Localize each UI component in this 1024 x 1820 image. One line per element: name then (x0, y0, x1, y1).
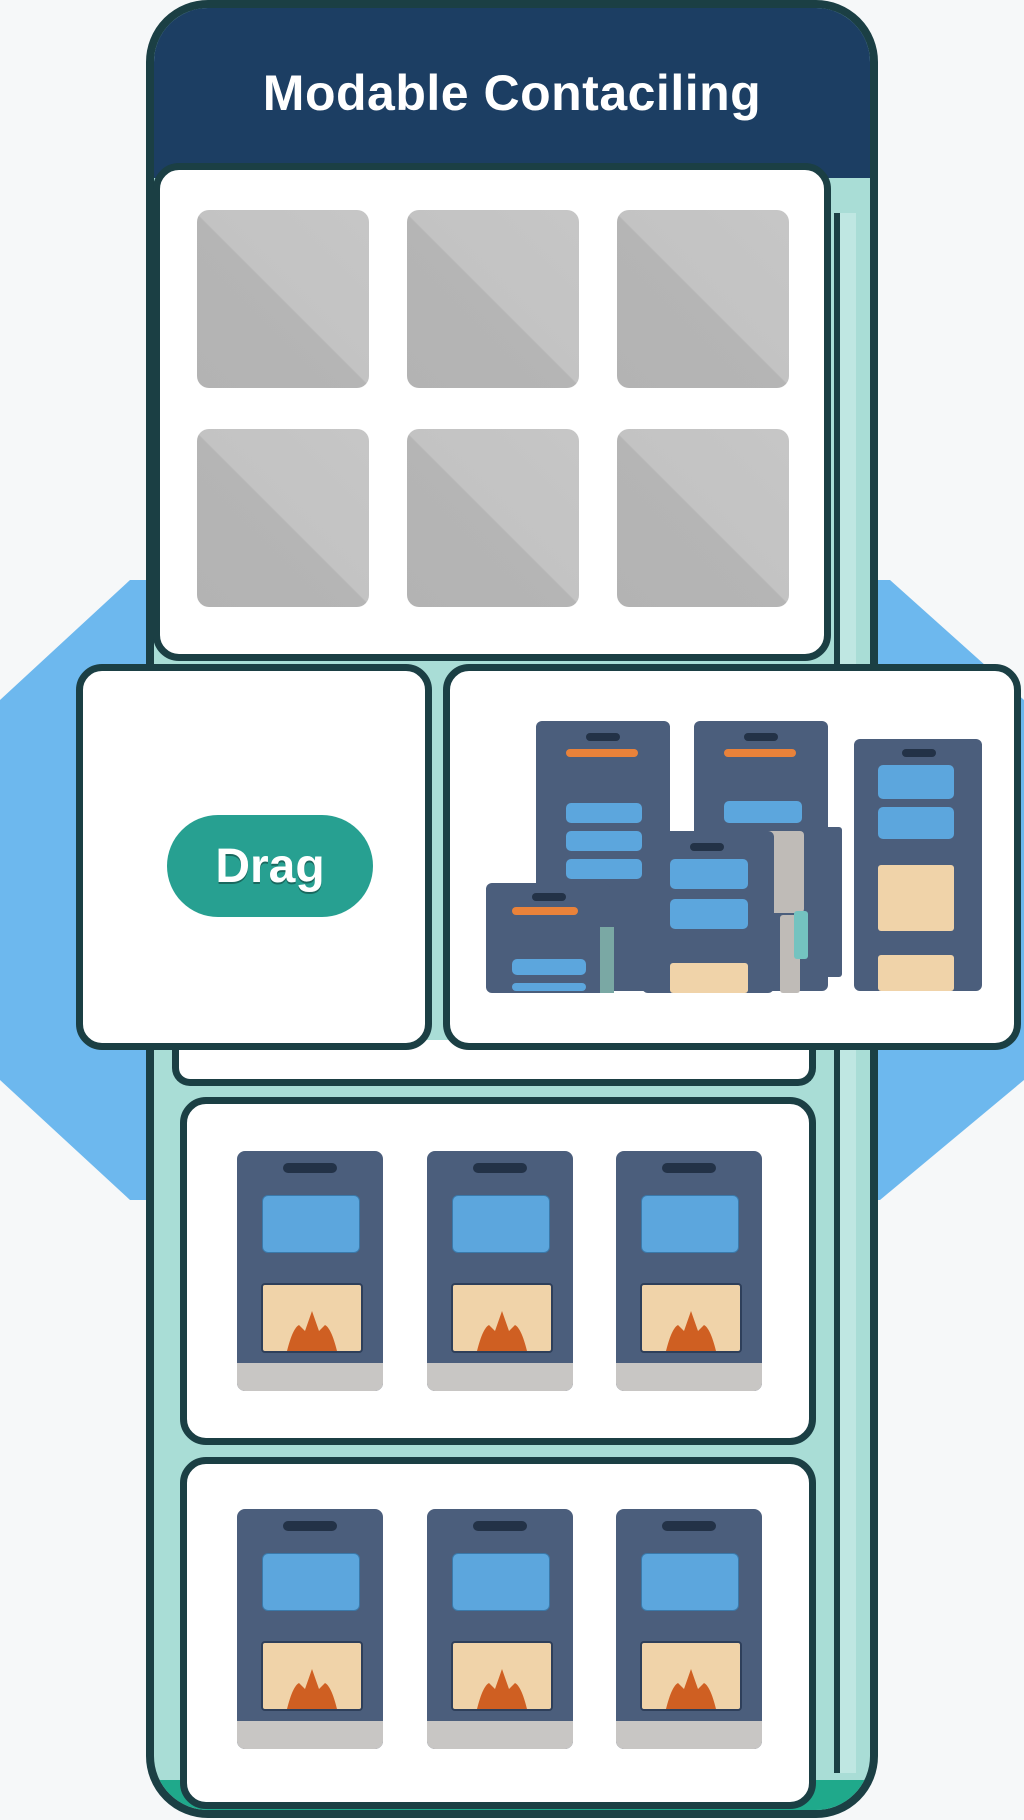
flame-icon (261, 1641, 363, 1711)
drag-button[interactable]: Drag (167, 815, 373, 917)
app-header: Modable Contaciling (154, 8, 870, 178)
stack-card (642, 831, 808, 993)
card-footer (237, 1363, 383, 1391)
stack-card (536, 721, 670, 991)
placeholder-tile[interactable] (617, 210, 789, 388)
card-title-block (641, 1195, 739, 1253)
list-item[interactable] (427, 1509, 573, 1749)
flame-icon (640, 1641, 742, 1711)
stack-card (486, 883, 614, 993)
placeholder-tile[interactable] (407, 210, 579, 388)
card-notch (283, 1521, 337, 1531)
card-title-block (262, 1553, 360, 1611)
card-footer (427, 1721, 573, 1749)
card-title-block (641, 1553, 739, 1611)
card-footer (616, 1721, 762, 1749)
flame-icon (261, 1283, 363, 1353)
card-title-block (262, 1195, 360, 1253)
card-section (180, 1097, 816, 1445)
list-item[interactable] (616, 1151, 762, 1391)
card-footer (616, 1363, 762, 1391)
placeholder-tile[interactable] (617, 429, 789, 607)
stacked-cards-illustration (486, 721, 982, 993)
drag-panel: Drag (76, 664, 432, 1050)
flame-icon (451, 1283, 553, 1353)
card-notch (473, 1521, 527, 1531)
card-title-block (452, 1553, 550, 1611)
app-title: Modable Contaciling (262, 65, 762, 121)
flame-icon (451, 1641, 553, 1711)
card-footer (237, 1721, 383, 1749)
placeholder-tile[interactable] (407, 429, 579, 607)
list-item[interactable] (237, 1509, 383, 1749)
stack-card (854, 739, 982, 991)
flame-icon (640, 1283, 742, 1353)
card-notch (283, 1163, 337, 1173)
card-notch (662, 1521, 716, 1531)
list-item[interactable] (427, 1151, 573, 1391)
card-section (180, 1457, 816, 1809)
list-item[interactable] (616, 1509, 762, 1749)
placeholder-grid-panel (153, 163, 831, 661)
list-item[interactable] (237, 1151, 383, 1391)
stacked-cards-preview[interactable] (443, 664, 1021, 1050)
card-notch (473, 1163, 527, 1173)
placeholder-tile[interactable] (197, 429, 369, 607)
card-footer (427, 1363, 573, 1391)
card-notch (662, 1163, 716, 1173)
placeholder-tile[interactable] (197, 210, 369, 388)
card-title-block (452, 1195, 550, 1253)
